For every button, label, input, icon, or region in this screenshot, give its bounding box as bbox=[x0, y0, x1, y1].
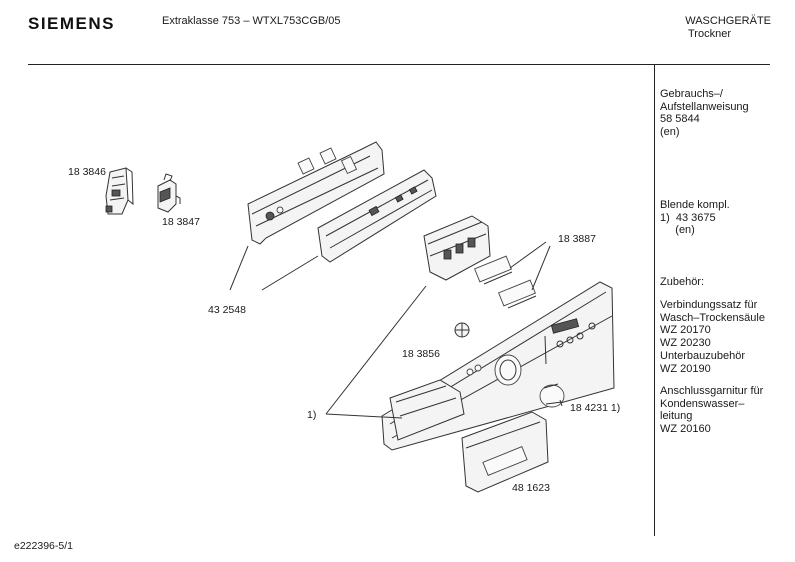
sidebar-divider bbox=[654, 64, 655, 536]
sidebar-panel: Blende kompl. 1) 43 3675 (en) bbox=[660, 199, 730, 236]
document-code: e222396-5/1 bbox=[14, 540, 73, 552]
part-fascia bbox=[381, 281, 615, 451]
part-label-481623: 48 1623 bbox=[512, 482, 550, 494]
part-knob-183856 bbox=[454, 322, 470, 338]
sidebar-kit-condensate: Anschlussgarnitur für Kondenswasser– lei… bbox=[660, 385, 764, 435]
sidebar-kit-underbuild: Unterbauzubehör WZ 20190 bbox=[660, 350, 746, 375]
category-label: WASCHGERÄTE bbox=[685, 15, 771, 27]
model-title: Extraklasse 753 – WTXL753CGB/05 bbox=[162, 15, 341, 27]
part-label-184231: 18 4231 1) bbox=[570, 402, 621, 414]
sidebar-kit-stacking: Verbindungssatz für Wasch–Trockensäule W… bbox=[660, 299, 765, 349]
part-label-183846: 18 3846 bbox=[68, 166, 106, 178]
part-switch-block-183887 bbox=[423, 215, 537, 309]
brand-logo: SIEMENS bbox=[28, 14, 116, 33]
part-drawer-481623 bbox=[461, 411, 549, 493]
sidebar-manual: Gebrauchs–/ Aufstellanweisung 58 5844 (e… bbox=[660, 88, 749, 138]
header-divider bbox=[28, 64, 770, 65]
sidebar-accessories-title: Zubehör: bbox=[660, 276, 705, 288]
part-panel-432548 bbox=[247, 141, 437, 263]
leader-lines bbox=[229, 241, 563, 419]
part-label-183887: 18 3887 bbox=[558, 233, 596, 245]
part-bracket-183846 bbox=[105, 167, 134, 215]
part-label-183847: 18 3847 bbox=[162, 216, 200, 228]
part-label-footnote: 1) bbox=[307, 409, 317, 421]
part-selector-knob-184231 bbox=[539, 383, 565, 408]
part-sensor-183847 bbox=[157, 173, 181, 213]
part-label-432548: 43 2548 bbox=[208, 304, 246, 316]
part-label-183856: 18 3856 bbox=[402, 348, 440, 360]
subcategory-label: Trockner bbox=[688, 28, 731, 40]
